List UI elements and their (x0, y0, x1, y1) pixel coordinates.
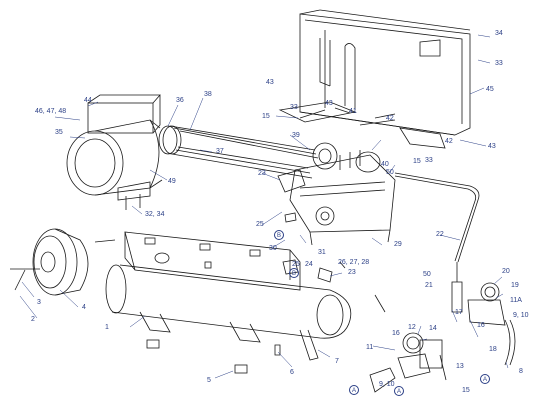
callout-41: 41 (349, 108, 357, 115)
callout-35: 35 (55, 129, 63, 136)
callout-49: 49 (168, 178, 176, 185)
callout-18: 18 (489, 346, 497, 353)
callout-23-top: 23 (258, 170, 266, 177)
callout-43-left: 43 (266, 79, 274, 86)
callout-22: 22 (436, 231, 444, 238)
callout-33-right: 33 (495, 60, 503, 67)
callout-31: 31 (318, 249, 326, 256)
connector-b-lower: B (289, 268, 299, 278)
air-tank (105, 264, 352, 361)
callout-15-mid: 15 (413, 158, 421, 165)
callout-34: 34 (495, 30, 503, 37)
callout-50-right: 50 (423, 271, 431, 278)
connector-a-mid: A (394, 386, 404, 396)
pulley-and-belt (158, 125, 319, 179)
callout-39: 39 (292, 132, 300, 139)
guard-bracket (278, 101, 446, 149)
callout-43-mid: 43 (325, 100, 333, 107)
callout-13: 13 (456, 363, 464, 370)
callout-46-47-48: 46, 47, 48 (35, 108, 67, 115)
connector-b-upper: B (274, 230, 284, 240)
callout-36: 36 (176, 97, 184, 104)
callout-30: 30 (269, 245, 277, 252)
callout-20: 20 (502, 268, 510, 275)
callout-42-left: 42 (386, 115, 394, 122)
callout-25-bottom: 25 (292, 261, 300, 268)
callout-9-10-lower: 9, 10 (379, 381, 395, 388)
callout-3: 3 (37, 299, 41, 306)
callout-21: 21 (425, 282, 433, 289)
callout-4: 4 (82, 304, 86, 311)
callout-33-bottom: 33 (425, 157, 433, 164)
callout-12: 12 (408, 324, 416, 331)
callout-5: 5 (207, 377, 211, 384)
callout-9-10-right: 9, 10 (513, 312, 529, 319)
callout-11: 11 (366, 344, 374, 351)
electric-motor (66, 94, 163, 210)
connector-a-left: A (349, 385, 359, 395)
callout-16-left: 16 (392, 330, 400, 337)
callout-44: 44 (84, 97, 92, 104)
callout-17: 17 (455, 309, 463, 316)
callout-32-34: 32, 34 (145, 211, 165, 218)
callout-37-38: 38 (204, 91, 212, 98)
compressor-pump (277, 142, 396, 246)
callout-33-left: 33 (290, 104, 298, 111)
callout-43-right: 43 (488, 143, 496, 150)
callout-16-right: 16 (477, 322, 485, 329)
callout-15-bottom: 15 (462, 387, 470, 394)
callout-14: 14 (429, 325, 437, 332)
callout-2: 2 (31, 316, 35, 323)
callout-29: 29 (394, 241, 402, 248)
callout-6: 6 (290, 369, 294, 376)
wheel (10, 228, 116, 296)
connector-a-right: A (480, 374, 490, 384)
callout-42-right: 42 (445, 138, 453, 145)
callout-15-top: 15 (262, 113, 270, 120)
callout-1: 1 (105, 324, 109, 331)
belt-guard (299, 9, 471, 136)
pressure-manifold (369, 262, 516, 393)
callout-40: 40 (381, 161, 389, 168)
callout-50-top: 50 (386, 169, 394, 176)
callout-37: 37 (216, 148, 224, 155)
callout-7: 7 (335, 358, 339, 365)
callout-26-27-28: 26, 27, 28 (338, 259, 370, 266)
callout-23-bottom: 23 (348, 269, 356, 276)
callout-19: 19 (511, 282, 519, 289)
handle-frame (124, 231, 301, 291)
callout-11a: 11A (510, 297, 522, 304)
callout-8: 8 (519, 368, 523, 375)
discharge-tube (394, 172, 480, 263)
callout-25-top: 25 (256, 221, 264, 228)
callout-45: 45 (486, 86, 494, 93)
leader-lines (19, 34, 509, 379)
callout-24: 24 (305, 261, 313, 268)
small-parts (146, 212, 447, 381)
